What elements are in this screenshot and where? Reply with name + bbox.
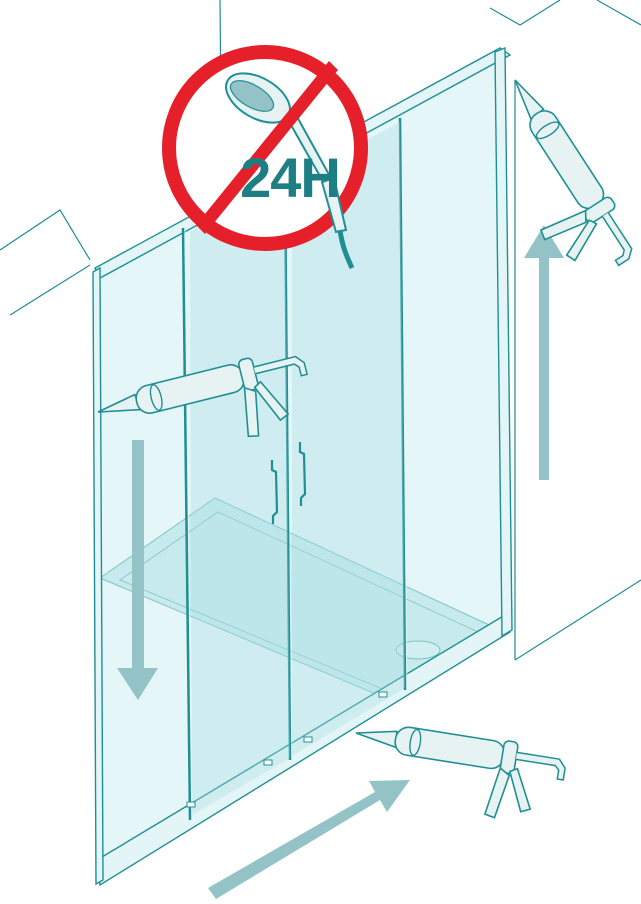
- sliding-panel-left: [190, 185, 290, 815]
- roller-4: [379, 692, 387, 697]
- left-wall-edge: [0, 210, 90, 260]
- wait-24h-label: 24H: [215, 148, 365, 208]
- arrow-up: [524, 225, 564, 480]
- upper-right-wall-line: [597, 0, 641, 25]
- caulk-gun-bottom: [346, 717, 568, 827]
- roller-2: [264, 760, 272, 765]
- roller-1: [187, 802, 195, 807]
- right-wall-floor-line: [515, 580, 641, 660]
- upper-right-wall: [490, 0, 560, 25]
- roller-3: [304, 737, 312, 742]
- left-wall-lower-edge: [10, 265, 90, 315]
